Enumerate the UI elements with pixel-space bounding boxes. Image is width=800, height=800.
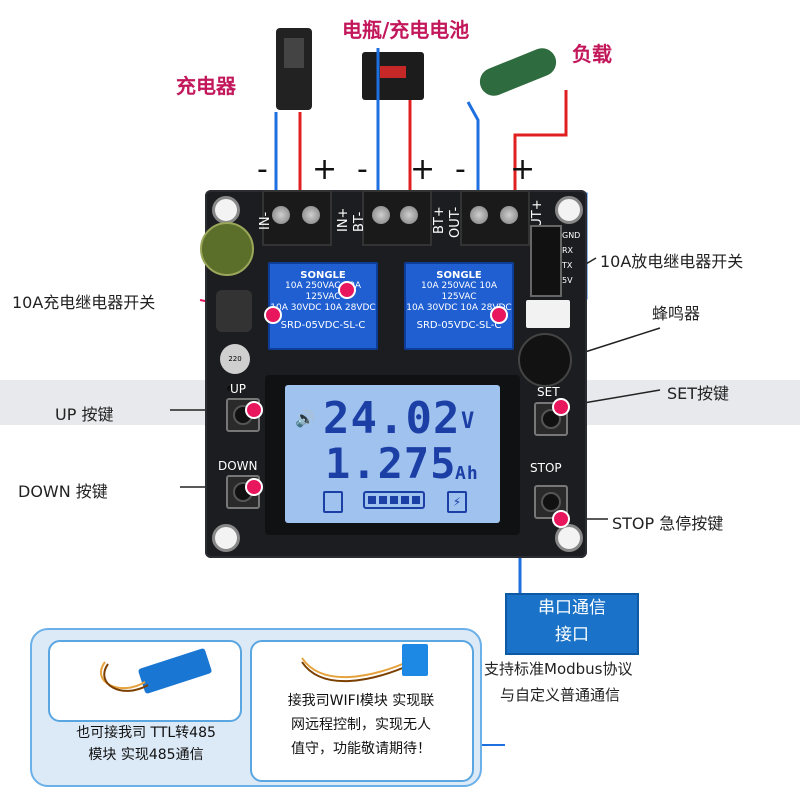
polarity-sign: + <box>312 152 338 187</box>
up-key-callout: UP 按键 <box>55 405 114 424</box>
wifi-caption-line1: 接我司WIFI模块 实现联 <box>287 693 435 709</box>
ttl-caption-line2: 模块 实现485通信 <box>88 747 204 763</box>
terminal-screw <box>400 206 418 224</box>
callout-dot <box>338 281 356 299</box>
discharge-relay: SONGLE 10A 250VAC 10A 125VAC 10A 30VDC 1… <box>404 262 514 350</box>
battery-label: 电瓶/充电电池 <box>342 18 470 42</box>
pin-label: TX <box>562 261 573 270</box>
wifi-caption-line2: 网远程控制，实现无人 <box>291 717 431 733</box>
relay-rating: 10A 250VAC 10A 125VAC <box>285 281 361 302</box>
mount-hole <box>555 524 583 552</box>
lcd-capacity: 1.275 <box>325 439 457 488</box>
relay-model: SRD-05VDC-SL-C <box>280 320 366 331</box>
callout-dot <box>490 306 508 324</box>
pin-label: GND <box>562 231 581 240</box>
ttl-caption-line1: 也可接我司 TTL转485 <box>76 725 216 741</box>
serial-port-box: 串口通信 接口 <box>505 593 639 655</box>
lcd-voltage-unit: V <box>461 409 476 434</box>
set-silk: SET <box>537 385 560 399</box>
mount-hole <box>555 196 583 224</box>
callout-dot <box>245 401 263 419</box>
load-label: 负载 <box>572 42 612 66</box>
relay-brand: SONGLE <box>300 270 346 281</box>
relay-rating: 10A 250VAC 10A 125VAC <box>421 281 497 302</box>
wifi-caption-line3: 值守，功能敬请期待！ <box>291 741 431 757</box>
pin-label: 5V <box>562 276 573 285</box>
relay-brand: SONGLE <box>436 270 482 281</box>
battery-image <box>362 52 424 100</box>
relay-rating: 10A 30VDC 10A 28VDC <box>406 303 512 313</box>
charge-relay: SONGLE 10A 250VAC 10A 125VAC 10A 30VDC 1… <box>268 262 378 350</box>
terminal-label: BT+ <box>432 206 447 234</box>
terminal-screw <box>372 206 390 224</box>
wifi-module-image <box>402 644 428 676</box>
serial-desc-line1: 支持标准Modbus协议 <box>484 660 633 678</box>
stop-key-callout: STOP 急停按键 <box>612 514 724 533</box>
charging-icon: ⚡ <box>447 491 467 513</box>
callout-dot <box>264 306 282 324</box>
callout-dot <box>552 510 570 528</box>
buzzer <box>518 333 572 387</box>
polarity-sign: - <box>455 152 466 187</box>
serial-title-line1: 串口通信 <box>538 598 606 618</box>
stop-silk: STOP <box>530 461 562 475</box>
down-key-callout: DOWN 按键 <box>18 482 108 501</box>
callout-dot <box>245 478 263 496</box>
lcd-voltage: 24.02 <box>323 393 461 444</box>
serial-header[interactable] <box>530 225 562 297</box>
battery-bars <box>363 491 425 509</box>
serial-desc-line2: 与自定义普通通信 <box>500 686 621 704</box>
terminal-label: OUT- <box>448 206 463 238</box>
ttl-module-card <box>48 640 242 722</box>
discharge-relay-callout: 10A放电继电器开关 <box>600 252 744 271</box>
polarity-sign: + <box>410 152 436 187</box>
down-silk: DOWN <box>218 459 258 473</box>
wifi-module-card <box>250 640 474 782</box>
up-silk: UP <box>230 382 247 396</box>
charge-relay-callout: 10A充电继电器开关 <box>12 293 156 312</box>
white-connector <box>526 300 570 328</box>
serial-title-line2: 接口 <box>555 625 589 645</box>
buzzer-callout: 蜂鸣器 <box>652 304 701 323</box>
terminal-screw <box>302 206 320 224</box>
lcd-display: 🔊 24.02 V 1.275 Ah ⚡ <box>285 385 500 523</box>
wifi-wire-icon <box>301 657 413 682</box>
mount-hole <box>212 524 240 552</box>
capacitor-text: 220 6.3V <box>227 355 243 393</box>
set-key-callout: SET按键 <box>667 384 730 403</box>
small-capacitor: 220 6.3V <box>220 344 250 393</box>
polarity-sign: + <box>510 152 536 187</box>
terminal-label: IN+ <box>336 207 351 232</box>
speaker-icon: 🔊 <box>295 409 315 428</box>
relay-model: SRD-05VDC-SL-C <box>416 320 502 331</box>
terminal-screw <box>470 206 488 224</box>
lcd-capacity-unit: Ah <box>455 463 479 484</box>
inductor <box>216 290 252 332</box>
terminal-screw <box>272 206 290 224</box>
terminal-label: BT- <box>352 211 367 232</box>
pin-label: RX <box>562 246 574 255</box>
terminal-screw <box>500 206 518 224</box>
charger-image <box>276 28 312 110</box>
polarity-sign: - <box>257 152 268 187</box>
mount-hole <box>212 196 240 224</box>
charger-label: 充电器 <box>176 74 236 98</box>
serial-pin-labels: GND RX TX 5V <box>562 228 580 288</box>
terminal-label: IN- <box>258 211 273 230</box>
capacitor <box>200 222 254 276</box>
callout-dot <box>552 398 570 416</box>
relay-rating: 10A 30VDC 10A 28VDC <box>270 303 376 313</box>
battery-icon <box>323 491 343 513</box>
ttl-wire-icon <box>100 661 149 692</box>
polarity-sign: - <box>357 152 368 187</box>
